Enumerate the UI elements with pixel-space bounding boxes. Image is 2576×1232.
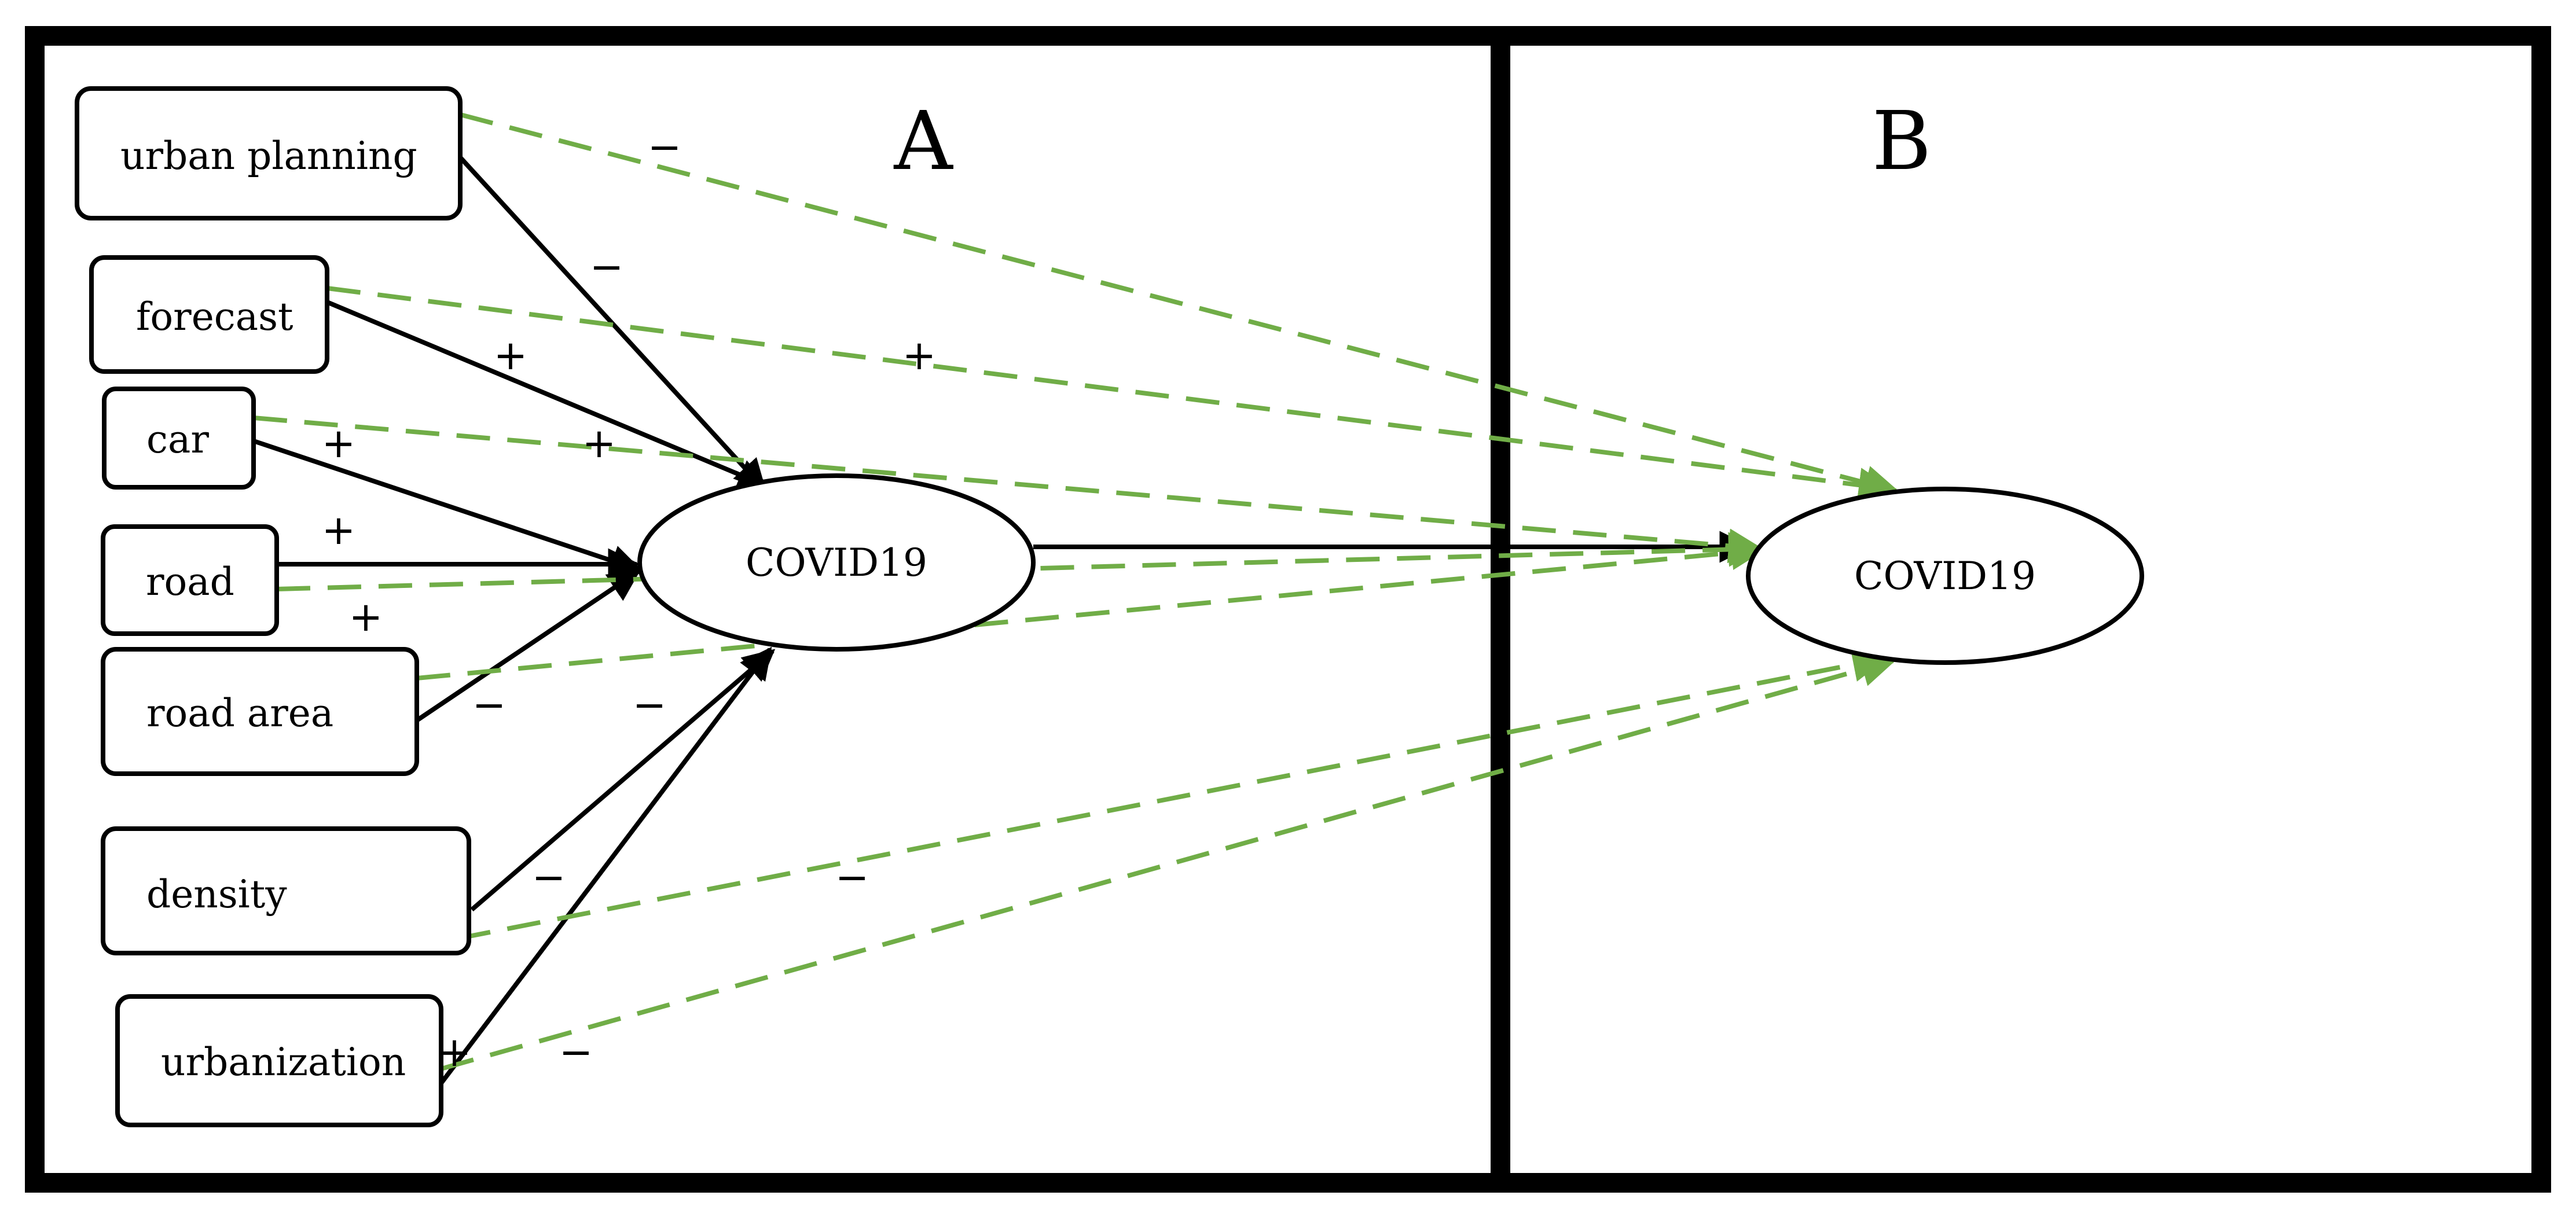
sign-density-green: −	[835, 854, 869, 901]
node-forecast: forecast	[89, 255, 329, 374]
node-covid19-b: COVID19	[1746, 487, 2144, 665]
node-urban-planning: urban planning	[75, 86, 463, 220]
edge-car-to-covid-a	[252, 439, 643, 576]
edge-road-area-to-covid-b	[416, 535, 1766, 681]
edge-density-to-covid-b	[457, 647, 1888, 941]
sign-car-green: +	[582, 420, 617, 467]
node-covid19-a-label: COVID19	[746, 540, 927, 585]
node-density: density	[101, 826, 471, 955]
node-forecast-label: forecast	[136, 295, 293, 339]
node-covid19-b-label: COVID19	[1854, 554, 2036, 598]
node-road-label: road	[146, 560, 234, 604]
node-urban-planning-label: urban planning	[120, 134, 417, 178]
sign-forecast-green: +	[902, 332, 937, 379]
sign-road-green: +	[349, 593, 383, 641]
node-road: road	[101, 524, 279, 636]
edge-forecast-to-covid-b	[326, 286, 1894, 502]
node-density-label: density	[146, 872, 287, 917]
outer-frame	[25, 26, 2551, 1193]
node-covid19-a: COVID19	[637, 473, 1036, 652]
edge-road-area-to-covid-a	[415, 569, 641, 723]
sign-road-area-black: −	[472, 681, 507, 729]
node-urbanization-label: urbanization	[161, 1040, 406, 1084]
node-road-area: road area	[101, 647, 419, 776]
sign-urbanization-green: −	[559, 1028, 593, 1076]
sign-density-black: −	[532, 854, 566, 901]
sign-car-black: +	[322, 420, 356, 467]
node-car: car	[102, 387, 256, 490]
panel-b-label: B	[1872, 94, 1932, 189]
sign-urban-planning-green: −	[648, 123, 682, 171]
panel-a-label: A	[893, 94, 953, 189]
node-road-area-label: road area	[146, 691, 333, 735]
edge-forecast-to-covid-a	[326, 300, 770, 490]
sign-road-black: +	[322, 506, 356, 554]
sign-urban-planning-black: −	[590, 243, 624, 290]
sign-urbanization-black: +	[438, 1028, 472, 1076]
edge-urbanization-to-covid-a	[439, 646, 772, 1085]
sign-road-area-green: −	[633, 681, 667, 729]
node-car-label: car	[146, 417, 209, 462]
edge-density-to-covid-a	[470, 649, 776, 912]
edge-urban-planning-to-covid-b	[459, 112, 1899, 500]
sign-forecast-black: +	[494, 332, 528, 379]
node-urbanization: urbanization	[115, 994, 443, 1127]
